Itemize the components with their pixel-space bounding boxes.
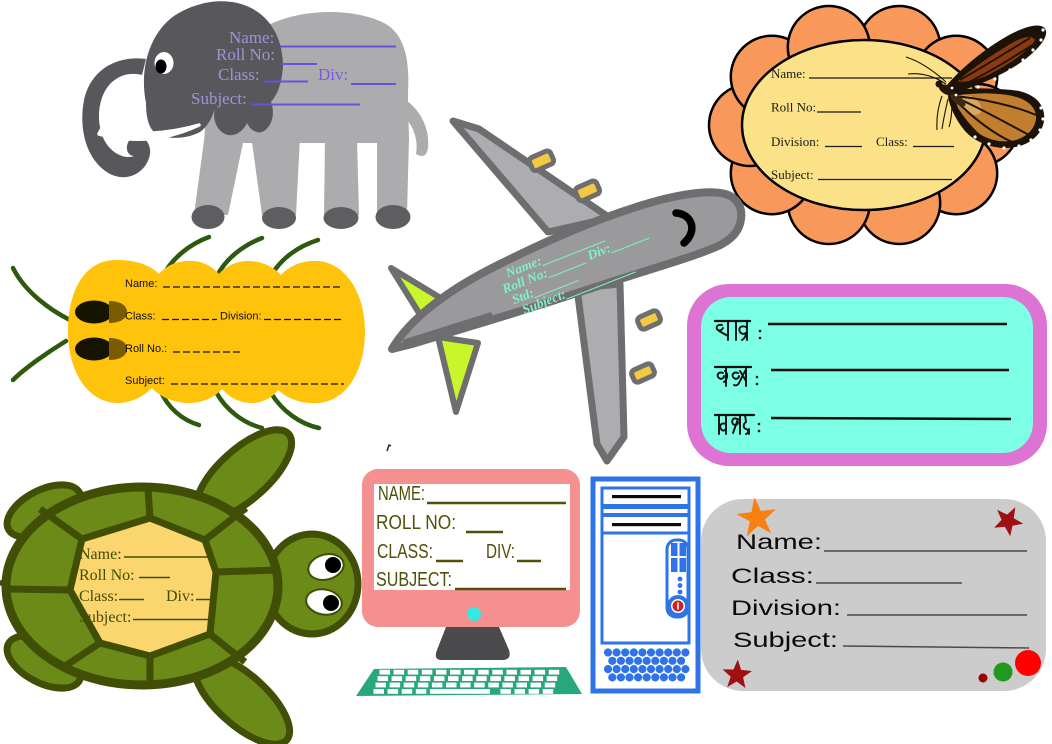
svg-text:Class:: Class:: [218, 65, 260, 84]
svg-text:Roll No:: Roll No:: [79, 567, 135, 584]
svg-text:Roll No:: Roll No:: [771, 100, 816, 115]
svg-text:Division:: Division:: [731, 597, 841, 620]
svg-text:Class:: Class:: [125, 311, 156, 323]
svg-text:Class:: Class:: [876, 134, 908, 149]
svg-text:Division:: Division:: [220, 311, 262, 323]
svg-text:Name:: Name:: [229, 28, 274, 47]
svg-text:Subject:: Subject:: [125, 375, 165, 387]
svg-text:ROLL NO:: ROLL NO:: [376, 512, 456, 534]
svg-text:Name:: Name:: [79, 546, 122, 563]
svg-text:NAME:: NAME:: [378, 483, 425, 505]
svg-text:Roll No.:: Roll No.:: [125, 343, 167, 355]
svg-text:CLASS:: CLASS:: [377, 541, 433, 563]
svg-text:DIV:: DIV:: [486, 541, 515, 563]
svg-text:Subject:: Subject:: [191, 89, 247, 108]
svg-text:Class:: Class:: [79, 588, 118, 605]
svg-text:Subject:: Subject:: [771, 167, 814, 182]
svg-text:Name:: Name:: [771, 66, 806, 81]
svg-text:Div:: Div:: [318, 65, 348, 84]
svg-text:Class:: Class:: [731, 565, 814, 588]
svg-text:Division:: Division:: [771, 134, 819, 149]
svg-text:Subject:: Subject:: [733, 629, 838, 652]
svg-text:Roll No:: Roll No:: [216, 45, 275, 64]
svg-text:SUBJECT:: SUBJECT:: [376, 569, 452, 591]
svg-text:Name:: Name:: [125, 278, 157, 290]
svg-text:Subject:: Subject:: [79, 609, 131, 626]
svg-text:Name:: Name:: [736, 531, 822, 554]
svg-text:Div:: Div:: [166, 588, 194, 605]
